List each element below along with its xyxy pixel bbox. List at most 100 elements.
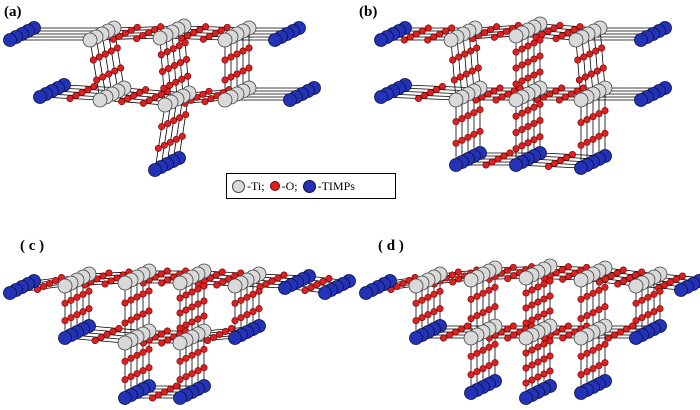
oxygen-atom bbox=[598, 44, 606, 52]
oxygen-atom bbox=[139, 310, 147, 318]
oxygen-atom bbox=[556, 157, 564, 165]
oxygen-atom bbox=[583, 116, 591, 124]
oxygen-atom bbox=[133, 293, 141, 301]
oxygen-atom bbox=[280, 271, 288, 279]
oxygen-atom bbox=[512, 80, 520, 88]
bond bbox=[599, 27, 606, 89]
oxygen-atom bbox=[166, 138, 174, 146]
oxygen-atom bbox=[223, 23, 231, 31]
oxygen-atom bbox=[231, 317, 239, 325]
oxygen-atom bbox=[73, 293, 81, 301]
oxygen-atom bbox=[493, 23, 501, 31]
oxygen-atom bbox=[595, 286, 603, 294]
oxygen-atom bbox=[564, 322, 572, 330]
oxygen-atom bbox=[173, 382, 181, 390]
panel-label-a: (a) bbox=[4, 4, 22, 20]
oxygen-atom bbox=[107, 277, 115, 285]
bond bbox=[468, 30, 475, 92]
oxygen-atom bbox=[268, 277, 276, 285]
oxygen-atom bbox=[528, 361, 536, 369]
oxygen-atom bbox=[420, 92, 428, 100]
oxygen-atom bbox=[450, 76, 458, 84]
oxygen-atom bbox=[562, 154, 570, 162]
oxygen-atom bbox=[217, 26, 225, 34]
oxygen-atom bbox=[604, 334, 612, 342]
oxygen-atom bbox=[188, 370, 196, 378]
oxygen-atom bbox=[228, 324, 236, 332]
oxygen-atom bbox=[117, 64, 125, 72]
oxygen-atom bbox=[528, 376, 536, 384]
bond bbox=[166, 98, 178, 165]
oxygen-atom bbox=[249, 290, 257, 298]
oxygen-atom bbox=[205, 87, 213, 95]
oxygen-atom bbox=[414, 95, 422, 103]
oxygen-atom bbox=[589, 135, 597, 143]
oxygen-atom bbox=[182, 373, 190, 381]
oxygen-atom bbox=[176, 324, 184, 332]
oxygen-atom bbox=[424, 36, 432, 44]
oxygen-atom bbox=[464, 133, 472, 141]
oxygen-atom bbox=[502, 27, 510, 35]
oxygen-atom bbox=[518, 142, 526, 150]
oxygen-atom bbox=[577, 295, 585, 303]
oxygen-atom bbox=[412, 30, 420, 38]
titanium-atom bbox=[92, 92, 108, 108]
oxygen-atom bbox=[412, 299, 420, 307]
oxygen-atom bbox=[436, 287, 444, 295]
oxygen-atom bbox=[176, 114, 184, 122]
timp-atom bbox=[118, 391, 132, 405]
oxygen-atom bbox=[170, 117, 178, 125]
timp-atom bbox=[409, 331, 423, 345]
oxygen-atom bbox=[133, 313, 141, 321]
oxygen-atom bbox=[638, 268, 646, 276]
oxygen-atom bbox=[452, 118, 460, 126]
oxygen-atom bbox=[237, 296, 245, 304]
oxygen-atom bbox=[219, 278, 227, 286]
oxygen-atom bbox=[231, 299, 239, 307]
oxygen-atom bbox=[470, 109, 478, 117]
oxygen-atom bbox=[616, 328, 624, 336]
oxygen-atom bbox=[145, 96, 153, 104]
oxygen-atom bbox=[470, 130, 478, 138]
timp-atom bbox=[268, 33, 282, 47]
oxygen-atom bbox=[45, 279, 53, 287]
oxygen-atom bbox=[182, 111, 190, 119]
oxygen-atom bbox=[107, 47, 115, 55]
bond bbox=[160, 101, 172, 168]
oxygen-atom bbox=[319, 277, 327, 285]
oxygen-atom bbox=[524, 58, 532, 66]
timp-atom bbox=[449, 158, 463, 172]
legend-item-timp: -TIMPs bbox=[302, 179, 355, 194]
oxygen-atom bbox=[233, 50, 241, 58]
oxygen-atom bbox=[121, 376, 129, 384]
oxygen-atom bbox=[650, 308, 658, 316]
oxygen-atom bbox=[436, 305, 444, 313]
oxygen-atom bbox=[455, 275, 463, 283]
oxygen-atom bbox=[84, 86, 92, 94]
oxygen-atom bbox=[412, 317, 420, 325]
oxygen-atom bbox=[133, 351, 141, 359]
timp-atom bbox=[634, 33, 648, 47]
oxygen-atom bbox=[210, 333, 218, 341]
oxygen-atom bbox=[488, 158, 496, 166]
oxygen-atom bbox=[430, 33, 438, 41]
titanium-atom bbox=[628, 278, 644, 294]
oxygen-atom bbox=[463, 322, 471, 330]
oxygen-atom bbox=[522, 364, 530, 372]
bond bbox=[172, 95, 184, 162]
oxygen-atom bbox=[424, 311, 432, 319]
oxygen-atom bbox=[583, 368, 591, 376]
oxygen-atom bbox=[580, 53, 588, 61]
oxygen-atom bbox=[485, 286, 493, 294]
oxygen-atom bbox=[589, 289, 597, 297]
oxygen-atom bbox=[473, 292, 481, 300]
oxygen-atom bbox=[176, 376, 184, 384]
oxygen-atom bbox=[492, 96, 500, 104]
oxygen-atom bbox=[194, 285, 202, 293]
oxygen-atom bbox=[182, 291, 190, 299]
oxygen-atom bbox=[79, 290, 87, 298]
bond bbox=[107, 30, 119, 92]
bond bbox=[462, 33, 469, 95]
oxygen-atom bbox=[510, 272, 518, 280]
titanium-atom bbox=[573, 330, 589, 346]
